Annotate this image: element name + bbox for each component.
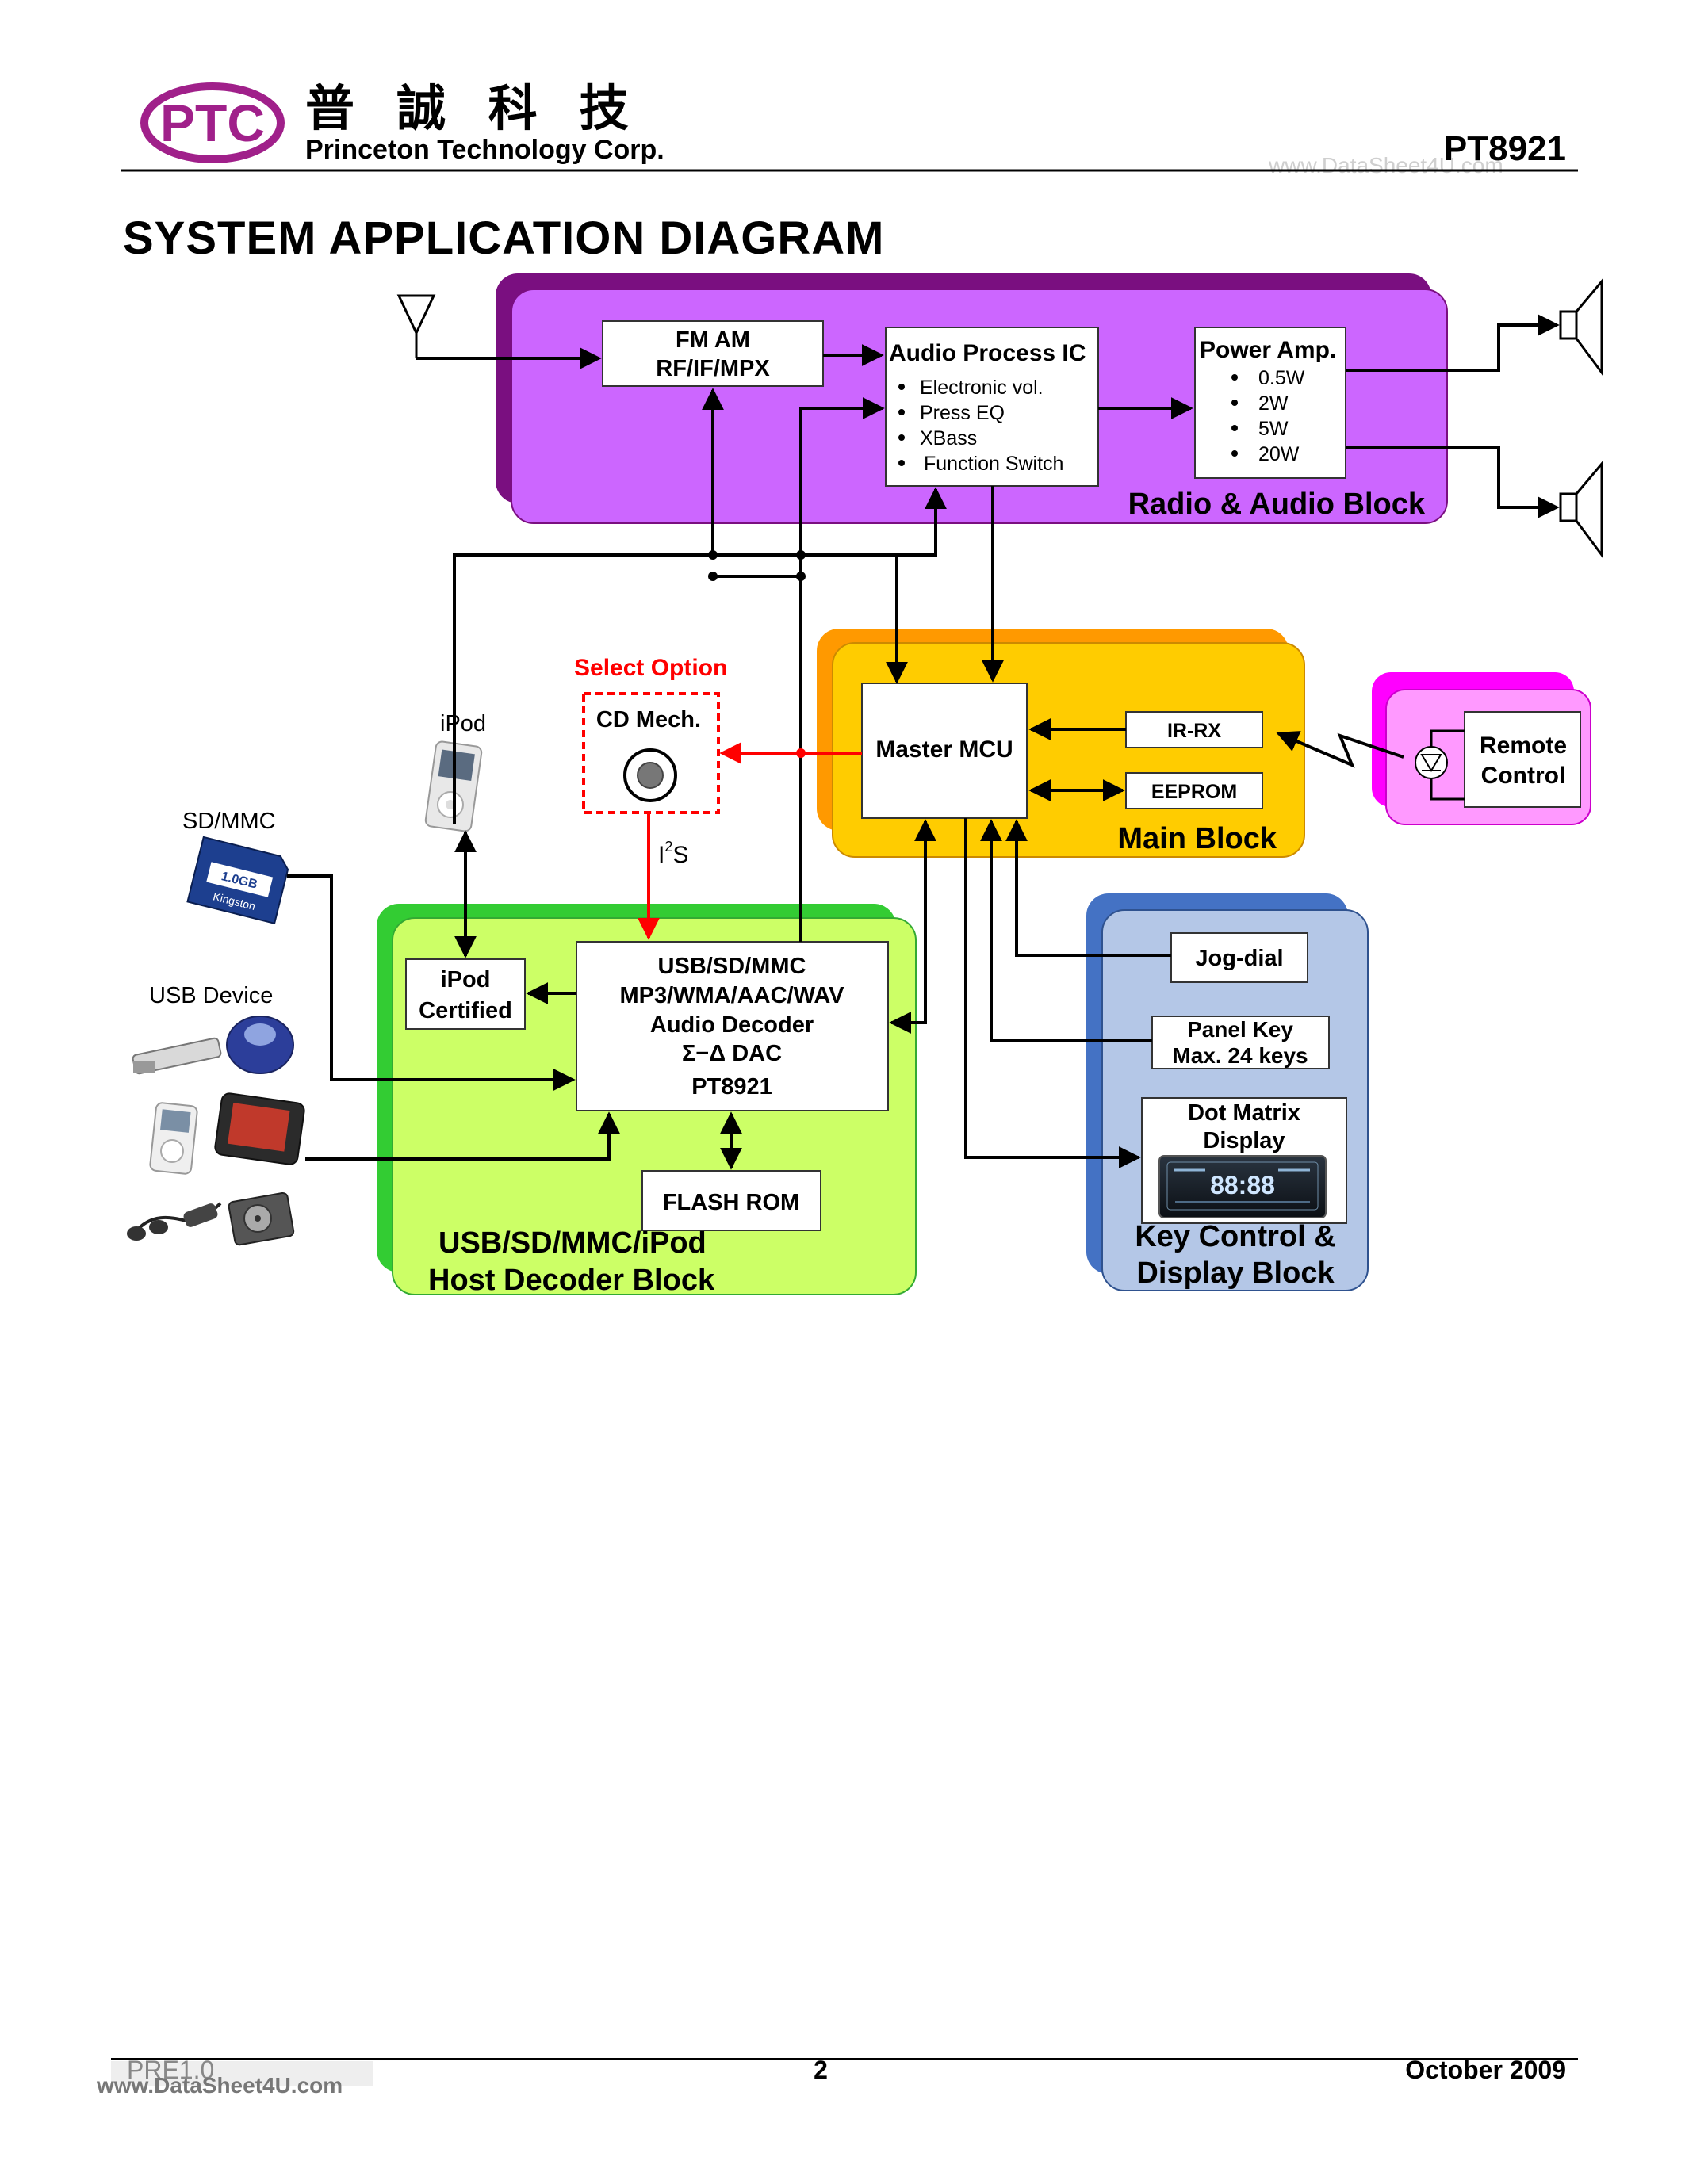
cd-mech-option: Select Option CD Mech. I2S — [574, 655, 727, 868]
lcd-digits: 88:88 — [1210, 1171, 1275, 1199]
dot-matrix-box: Dot Matrix Display 88:88 — [1141, 1097, 1347, 1224]
svg-text:Display: Display — [1203, 1128, 1285, 1153]
svg-text:USB/SD/MMC: USB/SD/MMC — [658, 954, 806, 979]
lcd-display-icon: 88:88 — [1158, 1155, 1327, 1218]
host-block-label-line2: Host Decoder Block — [428, 1264, 715, 1297]
svg-text:Control: Control — [1481, 763, 1566, 789]
option-connections — [638, 742, 862, 940]
svg-text:RF/IF/MPX: RF/IF/MPX — [656, 356, 770, 381]
radio-block-label: Radio & Audio Block — [1128, 488, 1426, 521]
part-number: PT8921 — [1444, 129, 1566, 168]
option-junction — [796, 748, 806, 758]
usb-devices-icons — [127, 1016, 305, 1246]
sd-mmc-label: SD/MMC — [182, 809, 276, 834]
key-block-label-line1: Key Control & — [1135, 1220, 1335, 1253]
usb-device-label: USB Device — [149, 983, 273, 1008]
remote-control-box: Remote Control — [1415, 711, 1581, 808]
svg-text:Audio Decoder: Audio Decoder — [650, 1012, 814, 1038]
footer-watermark-bg — [111, 2061, 373, 2086]
cd-mech-label: CD Mech. — [596, 707, 701, 732]
company-name-chinese: 普 誠 科 技 — [305, 82, 643, 136]
cd-disc-icon — [623, 748, 677, 802]
panel-key-box: Panel Key Max. 24 keys — [1151, 1016, 1330, 1069]
svg-text:5W: 5W — [1258, 418, 1289, 440]
svg-text:Max. 24 keys: Max. 24 keys — [1172, 1043, 1308, 1068]
ir-led-icon — [1415, 746, 1448, 779]
master-mcu-box: Master MCU — [861, 683, 1028, 819]
ptc-logo: PTC — [140, 82, 285, 163]
svg-text:Σ−Δ DAC: Σ−Δ DAC — [682, 1041, 782, 1066]
header: PTC 普 誠 科 技 Princeton Technology Corp. P… — [121, 82, 1578, 178]
svg-text:EEPROM: EEPROM — [1151, 781, 1237, 803]
key-block-label-line2: Display Block — [1136, 1256, 1335, 1290]
footer: PRE1.0 www.DataSheet4U.com 2 October 200… — [96, 2056, 1578, 2098]
svg-text:Panel Key: Panel Key — [1187, 1017, 1293, 1042]
eeprom-box: EEPROM — [1125, 772, 1263, 809]
svg-text:20W: 20W — [1258, 443, 1300, 465]
svg-text:Function Switch: Function Switch — [924, 453, 1063, 475]
svg-text:Press EQ: Press EQ — [920, 402, 1005, 424]
usb-flash-drive-icon — [132, 1037, 222, 1075]
footer-page-number: 2 — [814, 2056, 828, 2084]
svg-text:Jog-dial: Jog-dial — [1195, 946, 1283, 971]
svg-text:PT8921: PT8921 — [691, 1074, 772, 1100]
ir-rx-box: IR-RX — [1125, 711, 1263, 748]
svg-text:MP3/WMA/AAC/WAV: MP3/WMA/AAC/WAV — [619, 983, 844, 1008]
svg-text:Certified: Certified — [419, 998, 512, 1023]
main-block-label: Main Block — [1117, 822, 1277, 855]
power-amp-box: Power Amp. 0.5W 2W 5W 20W — [1194, 327, 1346, 479]
sd-card-icon: 1.0GB Kingston — [186, 836, 289, 924]
power-amp-title: Power Amp. — [1200, 337, 1336, 363]
svg-text:Remote: Remote — [1480, 732, 1567, 759]
ipod-label: iPod — [440, 711, 486, 736]
speaker-top-icon — [1559, 277, 1603, 377]
header-watermark: www.DataSheet4U.com — [1268, 153, 1503, 178]
jog-dial-box: Jog-dial — [1170, 932, 1308, 983]
flash-rom-box: FLASH ROM — [641, 1170, 821, 1231]
svg-text:FM AM: FM AM — [676, 327, 750, 353]
svg-text:0.5W: 0.5W — [1258, 367, 1305, 389]
svg-text:FLASH ROM: FLASH ROM — [663, 1190, 799, 1215]
svg-text:Dot Matrix: Dot Matrix — [1188, 1100, 1300, 1126]
svg-text:2W: 2W — [1258, 392, 1289, 415]
logo-text: PTC — [160, 94, 265, 152]
svg-text:XBass: XBass — [920, 427, 977, 449]
ipod-classic-icon — [149, 1102, 198, 1175]
host-block-label-line1: USB/SD/MMC/iPod — [438, 1226, 707, 1260]
audio-ic-title: Audio Process IC — [889, 340, 1086, 366]
fm-am-box: FM AM RF/IF/MPX — [602, 320, 824, 387]
svg-text:Master MCU: Master MCU — [875, 736, 1013, 763]
svg-text:iPod: iPod — [441, 967, 491, 993]
select-option-label: Select Option — [574, 655, 727, 681]
footer-watermark: www.DataSheet4U.com — [96, 2073, 343, 2098]
page-title: SYSTEM APPLICATION DIAGRAM — [123, 212, 884, 264]
svg-text:Electronic vol.: Electronic vol. — [920, 377, 1044, 399]
speaker-bottom-icon — [1559, 460, 1603, 559]
portable-media-player-icon — [214, 1092, 305, 1165]
pt8921-decoder-box: USB/SD/MMC MP3/WMA/AAC/WAV Audio Decoder… — [576, 941, 889, 1111]
earphones-icon — [127, 1202, 222, 1241]
i2s-label: I2S — [658, 839, 688, 868]
usb-gadget-icon — [226, 1016, 294, 1074]
footer-version: PRE1.0 — [127, 2056, 214, 2084]
audio-process-ic-box: Audio Process IC Electronic vol. Press E… — [885, 327, 1099, 487]
ipod-certified-box: iPod Certified — [405, 958, 526, 1030]
antenna-icon — [396, 294, 436, 358]
footer-date: October 2009 — [1405, 2056, 1566, 2084]
company-name: Princeton Technology Corp. — [305, 135, 664, 165]
svg-text:IR-RX: IR-RX — [1167, 720, 1221, 742]
hard-drive-icon — [228, 1191, 295, 1246]
